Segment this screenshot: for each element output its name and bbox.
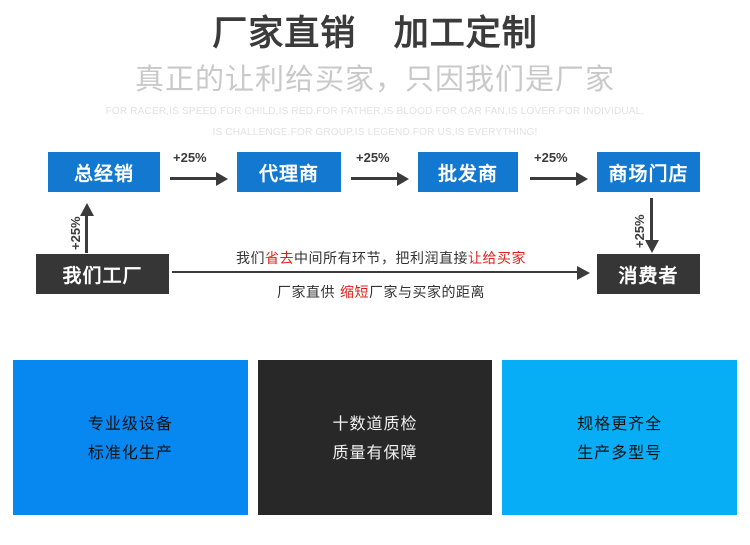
box-label-consumer: 消费者: [618, 265, 679, 287]
chain-box-general-distributor: 总经销: [48, 152, 160, 192]
chain-box-label: 商场门店: [608, 163, 689, 185]
chain-box-label: 批发商: [437, 163, 498, 185]
promo-header: 厂家直销 加工定制 真正的让利给买家，只因我们是厂家 FOR RACER,IS …: [0, 0, 750, 140]
feature-panel-models: 规格更齐全 生产多型号: [502, 360, 738, 515]
english-slogan-line2: IS CHALLENGE.FOR GROUP,IS LEGEND.FOR US,…: [212, 127, 538, 138]
arrow-right-3: [530, 172, 588, 186]
english-slogan-line1: FOR RACER,IS SPEED.FOR CHILD,IS RED.FOR …: [105, 106, 645, 117]
mid1-highlight1: 省去: [265, 251, 294, 267]
feature-panel-quality: 十数道质检 质量有保障: [257, 360, 493, 515]
feature-line2: 生产多型号: [577, 442, 663, 462]
arrow-down-store-to-consumer: [645, 198, 659, 253]
feature-line2: 标准化生产: [87, 442, 173, 462]
middle-text-line2: 厂家直供 缩短厂家与买家的距离: [172, 282, 590, 302]
arrow-factory-to-consumer: [172, 266, 590, 280]
box-our-factory: 我们工厂: [36, 254, 169, 294]
title-left: 厂家直销: [212, 14, 357, 53]
box-consumer: 消费者: [597, 254, 700, 294]
feature-line1: 规格更齐全: [577, 413, 663, 433]
mid2-highlight1: 缩短: [339, 285, 369, 301]
mid2-part1: 厂家直供: [277, 285, 340, 301]
box-label-factory: 我们工厂: [62, 265, 143, 287]
middle-text-line1: 我们省去中间所有环节，把利润直接让给买家: [172, 248, 590, 268]
chain-box-mall-store: 商场门店: [597, 152, 700, 192]
chain-box-label: 代理商: [258, 163, 319, 185]
arrow-up-factory-to-chain: [80, 203, 94, 253]
markup-label-factory-up: +25%: [68, 216, 83, 250]
markup-label-chain-1-2: +25%: [173, 150, 207, 165]
chain-box-label: 总经销: [73, 163, 134, 185]
mid1-part2: 中间所有环节，把利润直接: [294, 251, 468, 267]
markup-label-chain-2-3: +25%: [356, 150, 390, 165]
title-right: 加工定制: [393, 14, 538, 53]
feature-line1: 十数道质检: [332, 413, 418, 433]
feature-panels: 专业级设备 标准化生产 十数道质检 质量有保障 规格更齐全 生产多型号: [13, 360, 738, 515]
page-title: 厂家直销 加工定制: [0, 0, 750, 55]
arrow-right-1: [170, 172, 228, 186]
mid1-highlight2: 让给买家: [468, 251, 526, 267]
chain-box-wholesaler: 批发商: [418, 152, 518, 192]
feature-line2: 质量有保障: [332, 442, 418, 462]
arrow-right-2: [351, 172, 409, 186]
mid1-part1: 我们: [236, 251, 265, 267]
markup-label-store-down: +25%: [632, 214, 647, 248]
chain-box-agent: 代理商: [237, 152, 341, 192]
markup-label-chain-3-4: +25%: [534, 150, 568, 165]
feature-line1: 专业级设备: [87, 413, 173, 433]
distribution-flow-diagram: 总经销 +25% 代理商 +25% 批发商 +25% 商场门店 +25% +25…: [0, 140, 750, 315]
feature-panel-equipment: 专业级设备 标准化生产: [13, 360, 248, 515]
mid2-part2: 厂家与买家的距离: [368, 285, 485, 301]
page-subtitle: 真正的让利给买家，只因我们是厂家: [134, 64, 615, 96]
